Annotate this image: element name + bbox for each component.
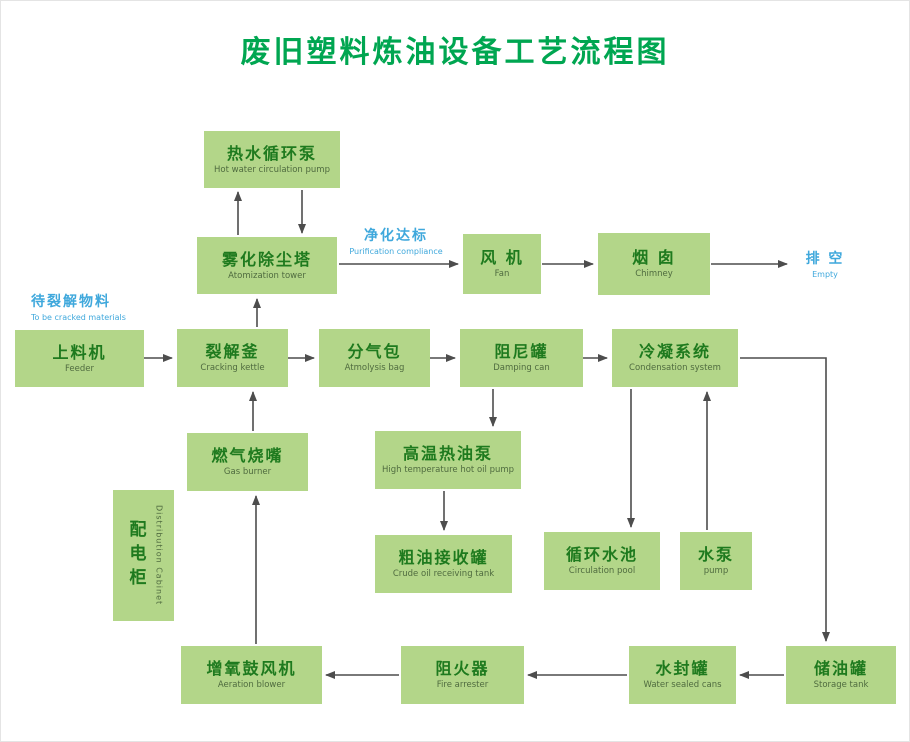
node-label-en: Gas burner bbox=[223, 467, 272, 478]
node-label-en: Feeder bbox=[64, 363, 94, 374]
node-label-zh: 阻火器 bbox=[435, 659, 490, 679]
annotation-empty: 排 空 Empty bbox=[795, 248, 855, 279]
node-fire-arrester: 阻火器 Fire arrester bbox=[401, 646, 524, 704]
node-label-en: High temperature hot oil pump bbox=[381, 465, 515, 476]
node-label-zh: 上料机 bbox=[52, 342, 107, 362]
node-cracking-kettle: 裂解釜 Cracking kettle bbox=[177, 329, 288, 387]
node-label-en: Atomization tower bbox=[228, 270, 306, 281]
node-label-zh: 增氧鼓风机 bbox=[206, 659, 297, 679]
node-label-zh: 烟 囱 bbox=[632, 248, 676, 268]
annotation-en: Empty bbox=[812, 270, 838, 279]
node-label-en: Aeration blower bbox=[217, 680, 286, 691]
node-label-zh: 裂解釜 bbox=[205, 342, 260, 362]
annotation-zh: 排 空 bbox=[805, 251, 845, 267]
node-label-zh: 粗油接收罐 bbox=[398, 548, 489, 568]
node-label-en: Circulation pool bbox=[568, 566, 636, 577]
node-label-en: Distribution Cabinet bbox=[154, 505, 164, 606]
node-label-en: Hot water circulation pump bbox=[214, 164, 330, 175]
node-feeder: 上料机 Feeder bbox=[15, 330, 144, 387]
node-atomization-tower: 雾化除尘塔 Atomization tower bbox=[197, 237, 337, 294]
node-label-en: Fan bbox=[494, 269, 510, 280]
node-gas-burner: 燃气烧嘴 Gas burner bbox=[187, 433, 308, 491]
annotation-en: To be cracked materials bbox=[31, 313, 126, 322]
node-aeration-blower: 增氧鼓风机 Aeration blower bbox=[181, 646, 322, 704]
annotation-zh: 净化达标 bbox=[364, 228, 428, 244]
node-label-zh: 水封罐 bbox=[655, 659, 710, 679]
node-chimney: 烟 囱 Chimney bbox=[598, 233, 710, 295]
node-label-zh: 储油罐 bbox=[813, 659, 868, 679]
node-label-en: Chimney bbox=[635, 269, 673, 280]
node-water-sealed-can: 水封罐 Water sealed cans bbox=[629, 646, 736, 704]
node-circulation-pool: 循环水池 Circulation pool bbox=[544, 532, 660, 590]
node-label-en: Crude oil receiving tank bbox=[392, 569, 495, 580]
node-label-en: Fire arrester bbox=[436, 680, 489, 691]
annotation-purification-compliance: 净化达标 Purification compliance bbox=[341, 225, 451, 256]
node-storage-tank: 储油罐 Storage tank bbox=[786, 646, 896, 704]
node-label-en: Atmolysis bag bbox=[344, 363, 405, 374]
node-fan: 风 机 Fan bbox=[463, 234, 541, 294]
node-label-en: Condensation system bbox=[629, 363, 721, 374]
node-crude-oil-receiving-tank: 粗油接收罐 Crude oil receiving tank bbox=[375, 535, 512, 593]
annotation-zh: 待裂解物料 bbox=[31, 294, 111, 310]
node-label-zh: 循环水池 bbox=[565, 545, 638, 565]
node-label-en: Storage tank bbox=[813, 680, 869, 691]
node-label-zh: 高温热油泵 bbox=[402, 444, 493, 464]
node-label-zh: 分气包 bbox=[347, 342, 402, 362]
node-label-en: pump bbox=[703, 566, 729, 577]
node-label-en: Cracking kettle bbox=[200, 363, 265, 374]
node-hot-oil-pump: 高温热油泵 High temperature hot oil pump bbox=[375, 431, 521, 489]
node-water-pump: 水泵 pump bbox=[680, 532, 752, 590]
node-label-en: Water sealed cans bbox=[643, 680, 722, 691]
node-atmolysis-bag: 分气包 Atmolysis bag bbox=[319, 329, 430, 387]
node-label-zh: 阻尼罐 bbox=[494, 342, 549, 362]
node-label-zh: 燃气烧嘴 bbox=[211, 446, 284, 466]
node-label-zh: 风 机 bbox=[480, 248, 524, 268]
node-label-en: Damping can bbox=[493, 363, 550, 374]
node-label-zh: 水泵 bbox=[697, 545, 734, 565]
page-title: 废旧塑料炼油设备工艺流程图 bbox=[240, 35, 670, 70]
node-distribution-cabinet: 配电柜 Distribution Cabinet bbox=[113, 490, 174, 621]
node-damping-can: 阻尼罐 Damping can bbox=[460, 329, 583, 387]
node-label-zh: 冷凝系统 bbox=[638, 342, 711, 362]
node-label-zh: 热水循环泵 bbox=[226, 143, 317, 163]
node-label-zh: 雾化除尘塔 bbox=[221, 249, 312, 269]
node-hot-water-circulation-pump: 热水循环泵 Hot water circulation pump bbox=[204, 131, 340, 188]
annotation-en: Purification compliance bbox=[349, 247, 443, 256]
annotation-to-be-cracked-materials: 待裂解物料 To be cracked materials bbox=[31, 291, 161, 322]
node-condensation-system: 冷凝系统 Condensation system bbox=[612, 329, 738, 387]
node-label-zh: 配电柜 bbox=[125, 519, 146, 592]
